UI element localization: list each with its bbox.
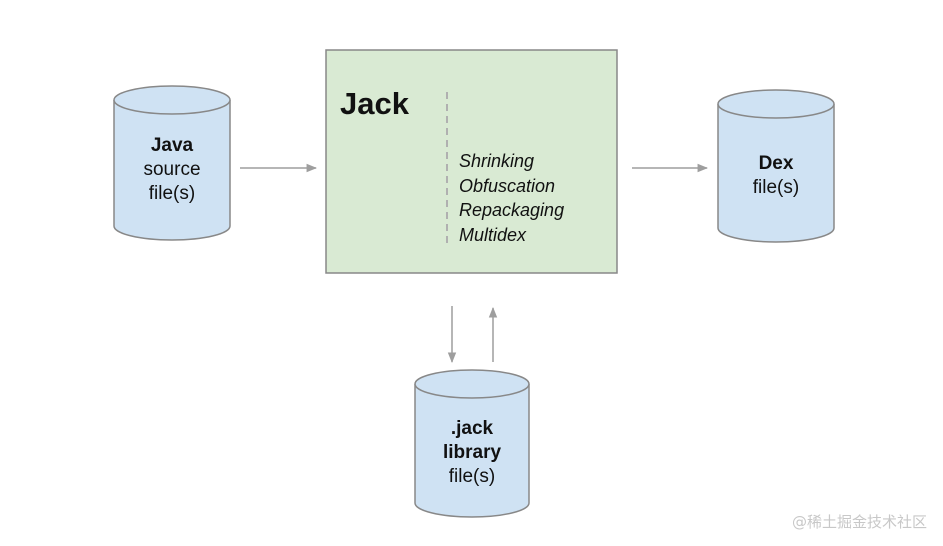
jack-box — [325, 49, 618, 274]
jack-library-label: .jack library file(s) — [415, 417, 529, 489]
jack-steps-list: Shrinking Obfuscation Repackaging Multid… — [459, 149, 564, 247]
jack-library-cylinder — [414, 369, 530, 518]
java-source-cylinder — [113, 85, 231, 241]
dex-label: Dex file(s) — [718, 152, 834, 200]
jack-library-line3: file(s) — [448, 466, 496, 487]
jack-title: Jack — [340, 86, 409, 121]
java-source-line2: source — [143, 159, 201, 180]
java-source-line3: file(s) — [148, 183, 196, 204]
jack-library-line1: .jack — [450, 418, 494, 439]
dex-line1: Dex — [758, 153, 794, 174]
dex-cylinder — [717, 89, 835, 243]
jack-library-line2: library — [442, 442, 502, 463]
step-shrinking: Shrinking — [459, 151, 535, 171]
dex-line2: file(s) — [752, 177, 800, 198]
java-source-line1: Java — [150, 135, 194, 156]
step-multidex: Multidex — [459, 224, 527, 245]
java-source-label: Java source file(s) — [114, 134, 230, 206]
step-obfuscation: Obfuscation — [459, 175, 556, 196]
watermark: @稀土掘金技术社区 — [791, 513, 927, 531]
step-repackaging: Repackaging — [459, 200, 565, 220]
